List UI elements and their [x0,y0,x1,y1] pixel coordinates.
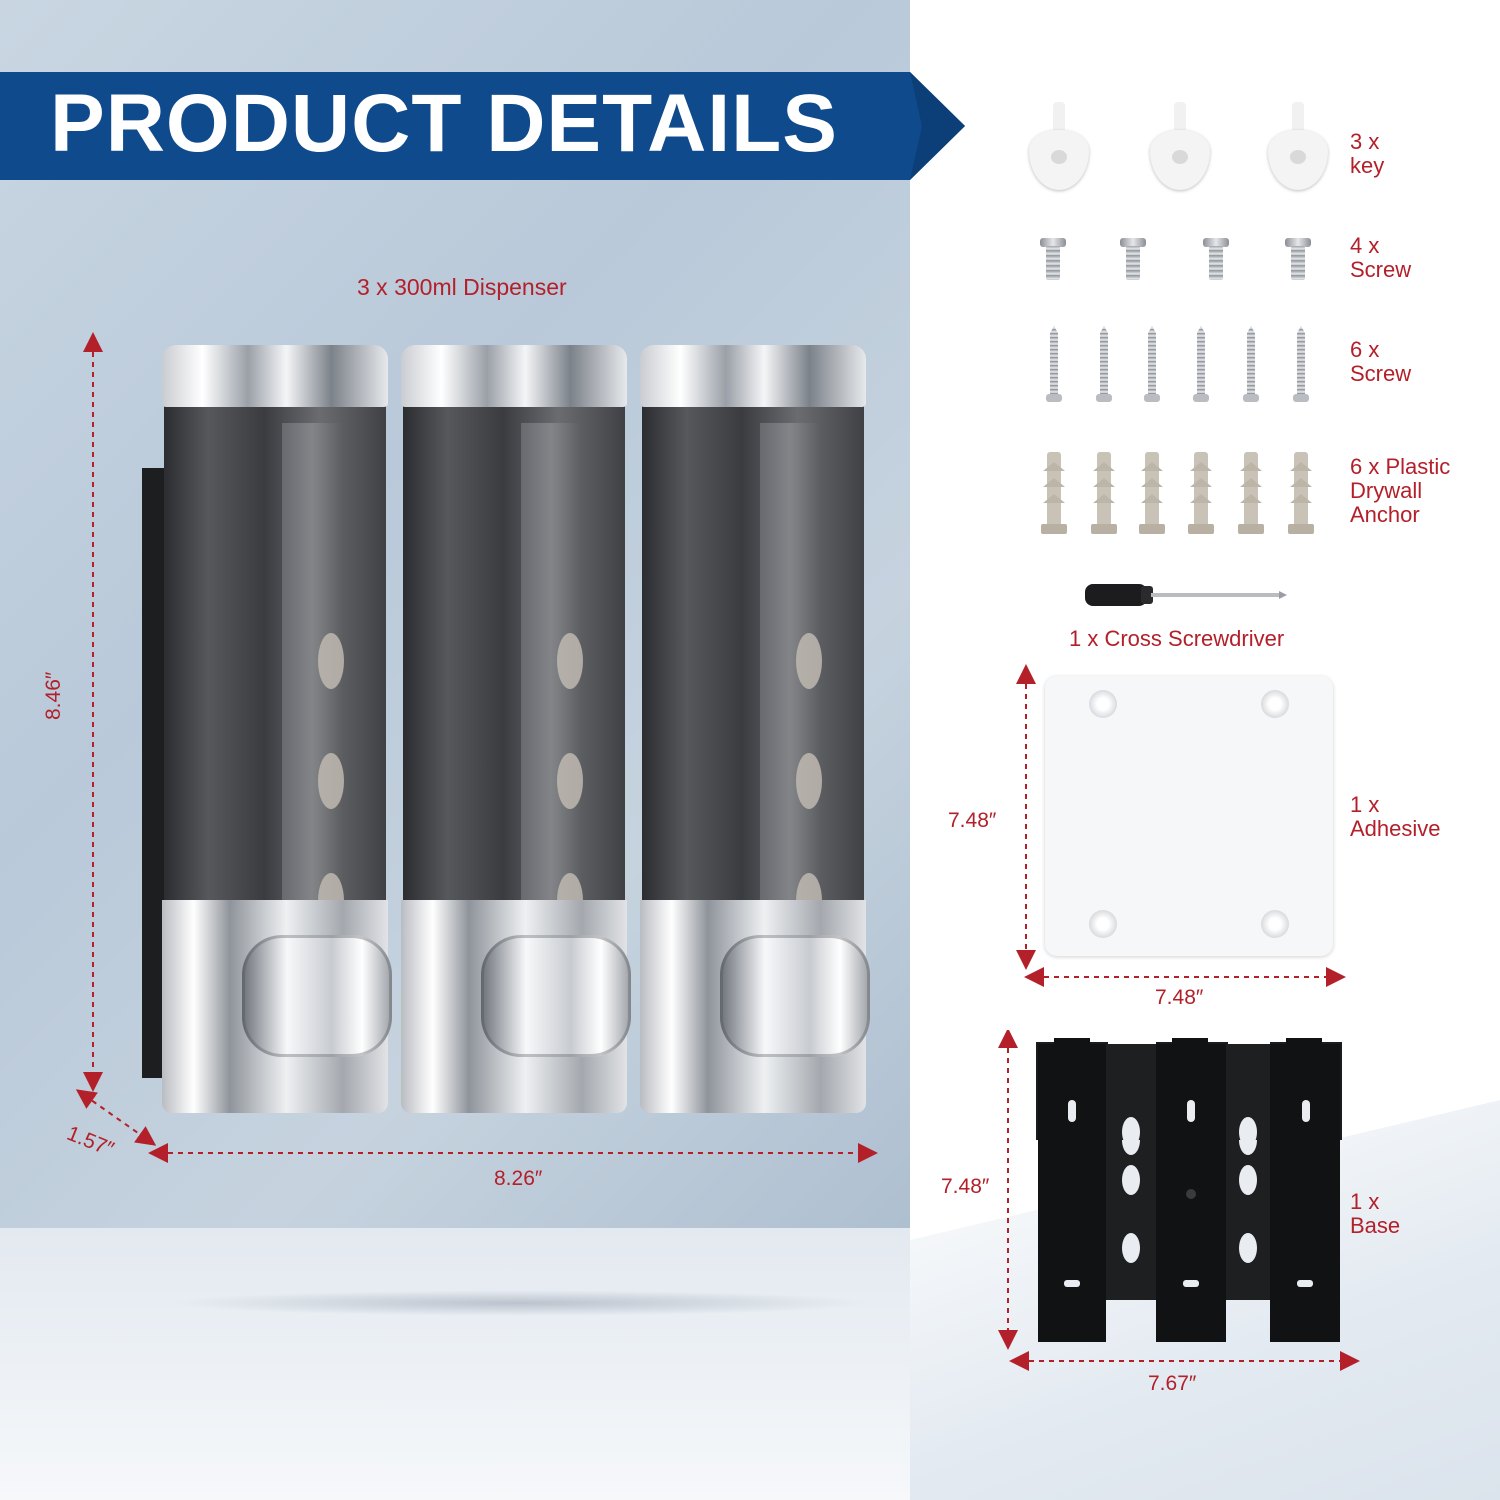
keys-qty: 3 x [1350,129,1380,154]
anchors-name-extra: Anchor [1350,502,1420,527]
adhesive-width-label: 7.48″ [1155,986,1204,1009]
wood-screw-icon [1243,326,1259,402]
wood-screw-icon [1096,326,1112,402]
wood-screw-icon [1293,326,1309,402]
page-title: PRODUCT DETAILS [50,78,838,169]
wood-screws-name: Screw [1350,361,1412,386]
wood-screw-icon [1144,326,1160,402]
dispenser-unit [162,345,392,1113]
title-banner [0,72,965,180]
mounting-base-lower [1038,1140,1340,1342]
drywall-anchor-icon [1139,452,1165,534]
dispenser-unit [401,345,631,1113]
key-icon [1150,102,1210,190]
machine-screws-qty: 4 x [1350,233,1380,258]
screwdriver-icon [1085,584,1287,606]
base-width-label: 7.67″ [1148,1372,1197,1395]
drywall-anchor-icon [1238,452,1264,534]
adhesive-pad [1045,676,1333,956]
drywall-anchor-icon [1041,452,1067,534]
pump-button [481,935,631,1057]
base-qty: 1 x [1350,1189,1380,1214]
adhesive-dimension-arrows [1016,664,1346,987]
anchors-name: Drywall [1350,478,1423,503]
dispenser-cap [401,345,627,407]
wood-screw-icon [1193,326,1209,402]
mounting-base-complete [1038,1038,1340,1140]
anchors-qty: 6 x Plastic [1350,454,1451,479]
base-name: Base [1350,1213,1401,1238]
adhesive-name: Adhesive [1350,816,1441,841]
keys-name: key [1350,153,1385,178]
pump-button [242,935,392,1057]
key-icon [1268,102,1328,190]
machine-screw-icon [1203,238,1229,280]
drywall-anchor-icon [1188,452,1214,534]
base-height-label: 7.48″ [941,1175,990,1198]
dispenser-dimension-arrows [75,332,878,1163]
dispenser-height-label: 8.46″ [42,671,65,720]
key-icon [1029,102,1089,190]
pump-button [720,935,870,1057]
dispenser-unit [640,345,870,1113]
wood-screws-qty: 6 x [1350,337,1380,362]
machine-screws-name: Screw [1350,257,1412,282]
wood-screw-icon [1046,326,1062,402]
screwdriver-label: 1 x Cross Screwdriver [1069,626,1285,651]
machine-screw-icon [1285,238,1311,280]
dispenser-cap [162,345,388,407]
floor-background [0,1228,910,1500]
dispenser-cap [640,345,866,407]
drywall-anchor-icon [1091,452,1117,534]
dispenser-label: 3 x 300ml Dispenser [357,274,567,300]
adhesive-height-label: 7.48″ [948,809,997,832]
machine-screw-icon [1120,238,1146,280]
machine-screw-icon [1040,238,1066,280]
drywall-anchor-icon [1288,452,1314,534]
dispenser-width-label: 8.26″ [494,1167,543,1190]
adhesive-qty: 1 x [1350,792,1380,817]
base-dimension-arrows [998,1030,1360,1371]
floor-shadow [170,1290,870,1316]
